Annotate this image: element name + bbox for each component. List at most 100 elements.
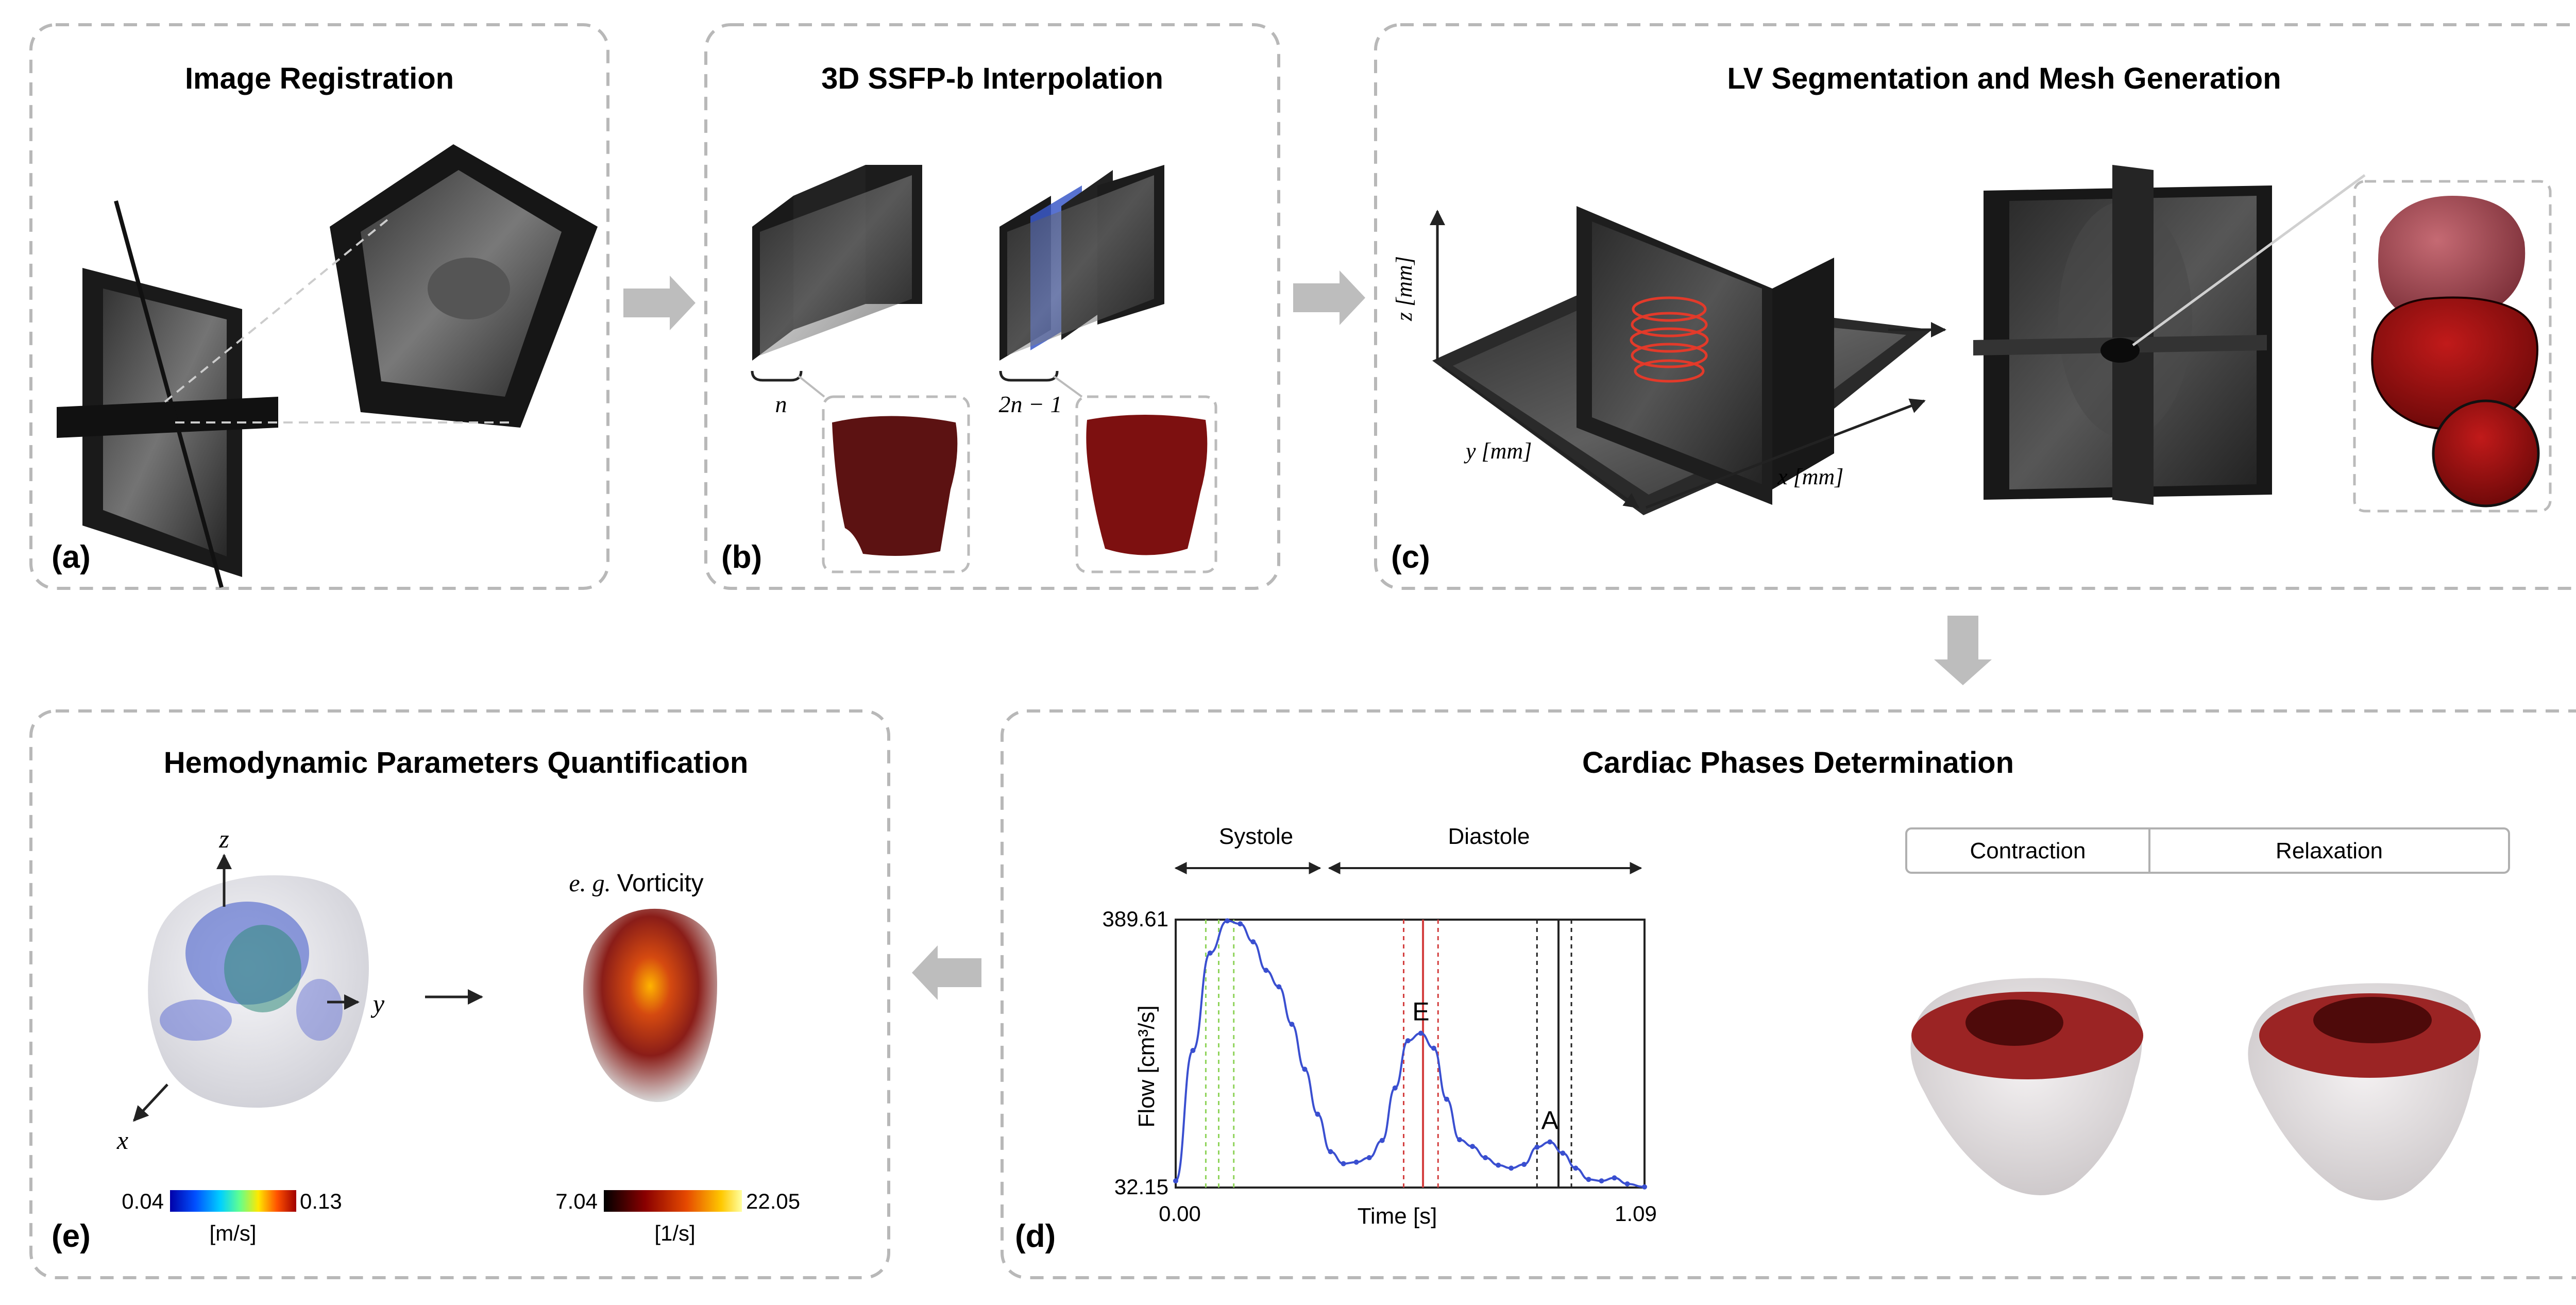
flow-point-33 xyxy=(1612,1175,1617,1181)
panel-d-title: Cardiac Phases Determination xyxy=(1582,746,2014,779)
vorticity-colorbar-unit: [1/s] xyxy=(654,1221,695,1245)
panel-a-title: Image Registration xyxy=(185,62,454,95)
panel-c-tag: (c) xyxy=(1391,539,1430,575)
lv-lowres-icon xyxy=(832,416,958,556)
flow-point-10 xyxy=(1315,1111,1320,1117)
heart-relaxation xyxy=(2248,983,2481,1200)
axis-y-label: y [mm] xyxy=(1464,438,1532,464)
panel-d-tag: (d) xyxy=(1015,1218,1056,1254)
phase-header-box xyxy=(1905,827,2510,874)
flow-point-24 xyxy=(1496,1162,1501,1168)
inset-box-n xyxy=(822,395,970,573)
panel-e-tag: (e) xyxy=(52,1218,91,1254)
volume-axes xyxy=(1430,210,1926,509)
flow-arrow-d-e xyxy=(912,945,981,1000)
panel-a: Image Registration (a) xyxy=(29,23,609,590)
panel-e: Hemodynamic Parameters Quantification (e… xyxy=(29,709,890,1279)
lv-highres-icon xyxy=(1086,415,1208,555)
flow-point-1 xyxy=(1190,1048,1196,1054)
velocity-field-blob xyxy=(148,875,369,1108)
flow-point-15 xyxy=(1379,1138,1385,1143)
flow-point-30 xyxy=(1573,1165,1579,1171)
flow-point-8 xyxy=(1289,1022,1295,1027)
flow-series-line xyxy=(1175,920,1645,1188)
lv-mesh-icon xyxy=(2371,296,2538,431)
flow-point-20 xyxy=(1444,1096,1449,1102)
axis-z-label-e: z xyxy=(218,824,229,853)
panel-e-title: Hemodynamic Parameters Quantification xyxy=(164,746,749,779)
flow-point-28 xyxy=(1547,1139,1553,1145)
annotation-e: E xyxy=(1412,997,1429,1026)
panel-c: LV Segmentation and Mesh Generation (c) … xyxy=(1374,23,2576,590)
slice-stack-2n: 2n − 1 xyxy=(998,165,1164,417)
flow-point-11 xyxy=(1328,1149,1333,1155)
relaxation-label: Relaxation xyxy=(2276,838,2383,863)
chart-y-label: Flow [cm³/s] xyxy=(1134,1005,1159,1127)
segmentation-volume xyxy=(1432,206,1932,515)
example-label: e. g.Vorticity xyxy=(569,870,703,897)
flow-point-6 xyxy=(1263,968,1269,973)
chart-x-label: Time [s] xyxy=(1358,1204,1437,1229)
flow-point-0 xyxy=(1173,1178,1178,1184)
chart-plot-area xyxy=(1175,919,1646,1189)
velocity-colorbar-min: 0.04 xyxy=(122,1189,164,1213)
annotation-a: A xyxy=(1541,1106,1559,1134)
mesh-zoom-line xyxy=(2132,174,2366,347)
x-tick-min: 0.00 xyxy=(1159,1201,1201,1226)
flow-arrow-b-c xyxy=(1293,270,1365,325)
axis-x-label-e: x xyxy=(116,1126,128,1155)
registration-slices xyxy=(57,144,598,588)
phase-lines xyxy=(1205,920,1572,1188)
flow-point-3 xyxy=(1225,918,1230,924)
example-italic: e. g. xyxy=(569,870,611,897)
flow-series-points xyxy=(1173,918,1647,1190)
flow-point-16 xyxy=(1392,1085,1398,1091)
flow-point-19 xyxy=(1431,1045,1436,1051)
flow-point-18 xyxy=(1418,1030,1423,1036)
panel-d: Cardiac Phases Determination (d) Systole… xyxy=(1001,709,2576,1279)
velocity-colorbar-unit: [m/s] xyxy=(210,1221,257,1245)
systole-label: Systole xyxy=(1219,824,1293,849)
axis-x-label: x [mm] xyxy=(1777,464,1843,489)
flow-point-32 xyxy=(1599,1178,1604,1184)
flow-point-23 xyxy=(1483,1155,1488,1161)
contraction-label: Contraction xyxy=(1970,838,2086,863)
flow-point-9 xyxy=(1302,1066,1308,1072)
inset-box-2n xyxy=(1075,395,1217,573)
flow-arrow-a-b xyxy=(623,276,696,330)
diastole-label: Diastole xyxy=(1448,824,1530,849)
velocity-colorbar-max: 0.13 xyxy=(300,1189,342,1213)
vorticity-colorbar-min: 7.04 xyxy=(555,1189,598,1213)
panel-a-tag: (a) xyxy=(52,539,91,575)
panel-b-tag: (b) xyxy=(721,539,762,575)
flow-chart: 389.61 32.15 0.00 1.09 Time [s] Flow [cm… xyxy=(1103,907,1657,1229)
panel-b: 3D SSFP-b Interpolation (b) n 2n − 1 xyxy=(704,23,1280,590)
velocity-colorbar xyxy=(170,1190,296,1212)
lv-surface-icon xyxy=(2378,196,2526,323)
panel-b-title: 3D SSFP-b Interpolation xyxy=(821,62,1163,95)
panel-c-title: LV Segmentation and Mesh Generation xyxy=(1727,62,2281,95)
label-n: n xyxy=(775,391,787,417)
flow-point-25 xyxy=(1509,1165,1514,1171)
panel-a-frame xyxy=(29,23,609,590)
flow-point-4 xyxy=(1238,921,1243,927)
flow-point-14 xyxy=(1366,1155,1372,1161)
flow-point-22 xyxy=(1470,1144,1476,1149)
flow-point-27 xyxy=(1534,1144,1540,1150)
flow-point-29 xyxy=(1560,1150,1566,1156)
flow-point-2 xyxy=(1207,950,1213,956)
label-2n-minus-1: 2n − 1 xyxy=(998,391,1062,417)
vorticity-blob xyxy=(583,908,717,1102)
lv-mesh-detail-icon xyxy=(2432,399,2540,507)
mesh-slices xyxy=(1973,165,2272,505)
flow-arrow-c-d xyxy=(1934,616,1992,685)
panel-c-frame xyxy=(1374,23,2576,590)
flow-point-26 xyxy=(1521,1162,1527,1167)
flow-point-31 xyxy=(1586,1177,1591,1182)
flow-point-34 xyxy=(1624,1181,1630,1187)
vorticity-colorbar-max: 22.05 xyxy=(746,1189,800,1213)
flow-point-17 xyxy=(1405,1038,1411,1044)
axis-z-label: z [mm] xyxy=(1392,256,1417,321)
vorticity-colorbar xyxy=(604,1190,742,1212)
flow-point-21 xyxy=(1457,1137,1463,1143)
